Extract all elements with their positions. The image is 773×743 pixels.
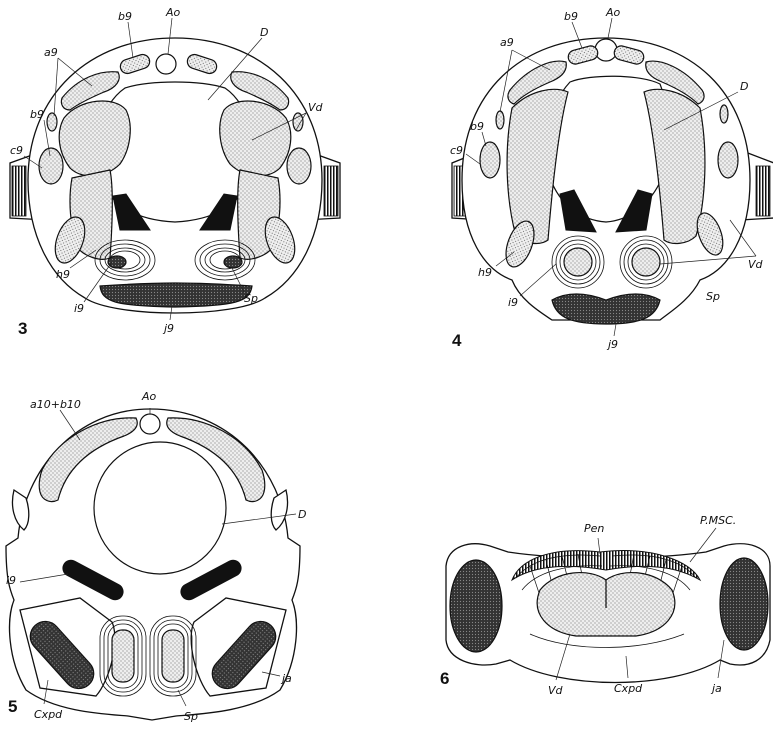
label-i9: i9 [74, 302, 84, 315]
panel-number-5: 5 [8, 697, 17, 716]
muscle-c9-right [287, 148, 311, 184]
sp-coil-right-4 [620, 236, 672, 288]
label-d-4: D [740, 80, 748, 93]
label-i9-5: i9 [6, 574, 16, 587]
label-a10b10: a10+b10 [30, 398, 81, 411]
aorta-circle [156, 54, 176, 74]
panel-number-3: 3 [18, 319, 27, 338]
aorta-circle-5 [140, 414, 160, 434]
label-b9-top-4: b9 [564, 10, 578, 23]
label-cxpd-6: Cxpd [614, 682, 643, 695]
right-lobe-striation [324, 166, 338, 216]
label-ao-5: Ao [141, 390, 157, 403]
label-b9-side-4: b9 [470, 120, 484, 133]
ja-lobe-right [720, 558, 768, 650]
label-vd-4: Vd [748, 258, 764, 271]
label-sp: Sp [244, 292, 258, 305]
muscle-j9 [100, 283, 252, 307]
label-d-5: D [298, 508, 306, 521]
panel-4: Ao b9 a9 D b9 c9 Vd h9 Sp i9 j9 4 [450, 6, 773, 351]
label-cxpd-5: Cxpd [34, 708, 63, 721]
left-lobe-striation [12, 166, 26, 216]
ja-lobe-left [450, 560, 502, 652]
muscle-b9-side-right-4 [720, 105, 728, 123]
label-sp-5: Sp [184, 710, 198, 723]
label-ja-5: ja [280, 672, 292, 685]
label-c9: c9 [10, 144, 23, 157]
label-b9-side: b9 [30, 108, 44, 121]
label-ao-4: Ao [605, 6, 621, 19]
leader-ao-4 [608, 18, 612, 38]
label-vd-6: Vd [548, 684, 564, 697]
label-pen: Pen [584, 522, 604, 535]
sp-coil-left-4 [552, 236, 604, 288]
panel-number-4: 4 [452, 331, 462, 350]
leader-j9-4 [614, 324, 616, 336]
muscle-b9-side-left-4 [496, 111, 504, 129]
dorsal-lumen-5 [94, 442, 226, 574]
label-b9-top: b9 [118, 10, 132, 23]
leader-a10b10 [60, 410, 80, 440]
label-j9: j9 [162, 322, 174, 335]
label-j9-4: j9 [606, 338, 618, 351]
label-a9: a9 [44, 46, 58, 59]
label-c9-4: c9 [450, 144, 463, 157]
label-h9: h9 [56, 268, 70, 281]
muscle-c9-left-4 [480, 142, 500, 178]
aorta-circle-4 [595, 39, 617, 61]
muscle-d-left [59, 101, 130, 176]
label-ao: Ao [165, 6, 181, 19]
panel-3: Ao b9 D a9 Vd b9 c9 h9 i9 Sp j9 3 [10, 6, 340, 338]
label-d: D [260, 26, 268, 39]
muscle-c9-right-4 [718, 142, 738, 178]
label-i9-4: i9 [508, 296, 518, 309]
muscle-c9-left [39, 148, 63, 184]
label-ja-6: ja [710, 682, 722, 695]
right-lobe-striation-4 [756, 166, 770, 216]
label-vd: Vd [308, 101, 324, 114]
label-a9-4: a9 [500, 36, 514, 49]
panel-number-6: 6 [440, 669, 449, 688]
panel-5: Ao a10+b10 D i9 ja Cxpd Sp 5 [6, 390, 306, 723]
label-sp-4: Sp [706, 290, 720, 303]
muscle-b9-side-right [293, 113, 303, 131]
panel-6: Pen P.MSC. Vd Cxpd ja 6 [440, 514, 770, 697]
left-flange-5 [12, 490, 28, 530]
label-pmsc: P.MSC. [700, 514, 736, 527]
label-h9-4: h9 [478, 266, 492, 279]
muscle-b9-side-left [47, 113, 57, 131]
